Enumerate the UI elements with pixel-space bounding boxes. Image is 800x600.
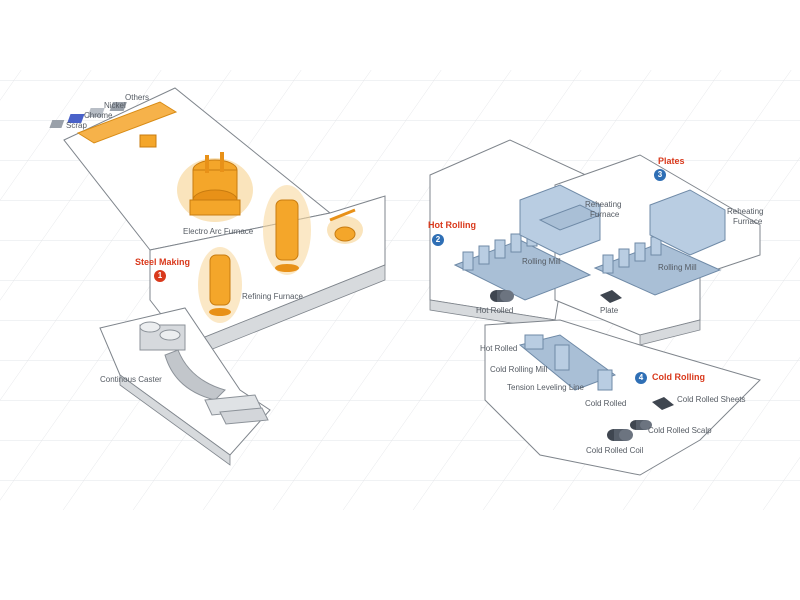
label-cold-rolled-coil: Cold Rolled Coil bbox=[586, 446, 644, 455]
section-title-steel-making: Steel Making bbox=[135, 257, 191, 267]
section-title-plates: Plates bbox=[658, 156, 685, 166]
refining-furnace-icon bbox=[198, 185, 363, 323]
label-reheating-furnace-1-line2: Furnace bbox=[590, 210, 620, 219]
label-cold-rolled-sheets: Cold Rolled Sheets bbox=[677, 395, 746, 404]
section-number-hot-rolling: 2 bbox=[432, 234, 444, 246]
label-continous-caster: Continous Caster bbox=[100, 375, 162, 384]
label-cold-rolling-mill: Cold Rolling Mill bbox=[490, 365, 548, 374]
continuous-caster-icon bbox=[139, 321, 269, 425]
label-reheating-furnace-1-line1: Reheating bbox=[585, 200, 622, 209]
electro-arc-furnace-icon bbox=[177, 152, 253, 222]
section-title-hot-rolling: Hot Rolling bbox=[428, 220, 476, 230]
label-cold-rolled: Cold Rolled bbox=[585, 399, 627, 408]
label-electro-arc-furnace: Electro Arc Furnace bbox=[183, 227, 254, 236]
label-hot-rolled-2: Hot Rolled bbox=[480, 344, 518, 353]
label-plate: Plate bbox=[600, 306, 619, 315]
label-hot-rolled-1: Hot Rolled bbox=[476, 306, 514, 315]
label-reheating-furnace-2-line2: Furnace bbox=[733, 217, 763, 226]
cold-rolling-line-icon bbox=[518, 334, 617, 391]
hot-rolling-line-icon bbox=[453, 184, 602, 301]
plate-product-icon bbox=[600, 290, 622, 303]
section-number-plates: 3 bbox=[654, 169, 666, 181]
section-number-steel-making: 1 bbox=[154, 270, 166, 282]
label-tension-leveling-line: Tension Leveling Line bbox=[507, 383, 584, 392]
label-chrome: Chrome bbox=[84, 111, 113, 120]
label-scrap: Scrap bbox=[66, 121, 87, 130]
label-rolling-mill-1: Rolling Mill bbox=[522, 257, 561, 266]
label-others: Others bbox=[125, 93, 150, 102]
label-rolling-mill-2: Rolling Mill bbox=[658, 263, 697, 272]
label-nickel: Nickel bbox=[104, 101, 126, 110]
plates-line-icon bbox=[593, 189, 726, 296]
hot-rolled-coil-icon bbox=[490, 290, 514, 302]
label-cold-rolled-scalp: Cold Rolled Scalp bbox=[648, 426, 712, 435]
label-refining-furnace: Refining Furnace bbox=[242, 292, 303, 301]
section-title-cold-rolling: Cold Rolling bbox=[652, 372, 705, 382]
label-reheating-furnace-2-line1: Reheating bbox=[727, 207, 764, 216]
section-number-cold-rolling: 4 bbox=[635, 372, 647, 384]
cold-rolled-products-icon bbox=[607, 397, 674, 441]
raw-material-bins bbox=[49, 101, 178, 148]
